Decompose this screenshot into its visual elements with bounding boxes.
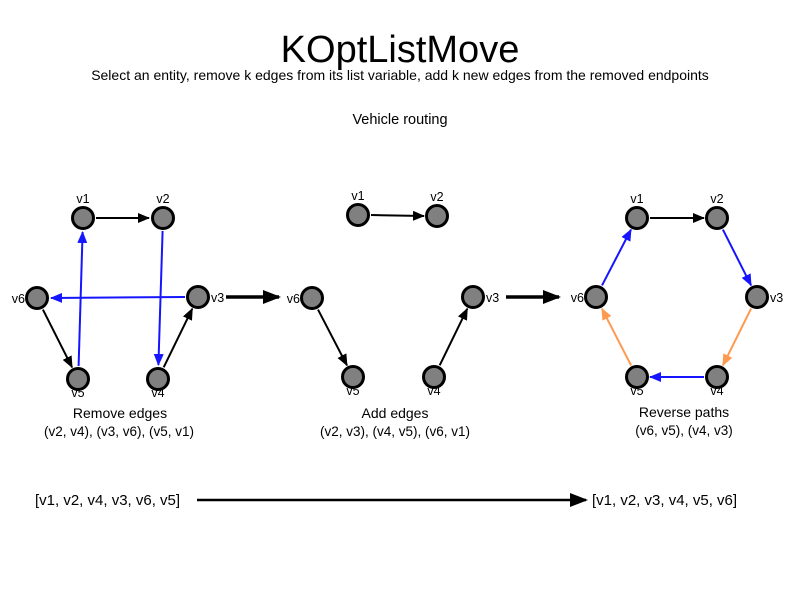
node-v4 [705, 365, 729, 389]
node-label-v2: v2 [710, 192, 723, 206]
node-label-v1: v1 [76, 192, 89, 206]
node-v6 [25, 286, 49, 310]
node-v6 [300, 286, 324, 310]
edge-v6-v5 [317, 309, 348, 367]
remove-edges-caption: Remove edges [73, 405, 167, 421]
node-label-v5: v5 [346, 384, 359, 398]
node-label-v6: v6 [12, 292, 25, 306]
node-v2 [705, 206, 729, 230]
node-label-v4: v4 [151, 386, 164, 400]
node-label-v2: v2 [156, 192, 169, 206]
add-edges-caption: Add edges [362, 405, 429, 421]
node-label-v6: v6 [571, 291, 584, 305]
node-v6 [584, 285, 608, 309]
edge-v3-v6 [50, 292, 186, 303]
reverse-paths-caption: Reverse paths [639, 404, 729, 420]
reverse-paths-diagram: v1 v2 v3 v4 v5 v6 Reverse paths (v6, v5)… [571, 192, 783, 438]
node-label-v5: v5 [630, 384, 643, 398]
node-label-v2: v2 [430, 190, 443, 204]
node-label-v1: v1 [351, 189, 364, 203]
edge-v4-v3 [162, 307, 194, 368]
node-label-v4: v4 [427, 384, 440, 398]
node-label-v4: v4 [710, 384, 723, 398]
remove-edges-detail: (v2, v4), (v3, v6), (v5, v1) [44, 424, 194, 439]
node-v2 [425, 204, 449, 228]
edge-v4-v3 [438, 307, 469, 366]
edge-v5-v6 [601, 307, 632, 366]
node-v1 [346, 203, 370, 227]
node-v5 [341, 365, 365, 389]
edge-v6-v5 [42, 309, 73, 369]
node-v1 [71, 206, 95, 230]
node-label-v3: v3 [486, 291, 499, 305]
reverse-paths-detail: (v6, v5), (v4, v3) [635, 423, 733, 438]
node-v3 [461, 285, 485, 309]
node-label-v3: v3 [770, 291, 783, 305]
add-edges-detail: (v2, v3), (v4, v5), (v6, v1) [320, 424, 470, 439]
add-edges-diagram: v1 v2 v3 v4 v5 v6 Add edges (v2, v3), (v… [287, 189, 499, 439]
node-v5 [625, 365, 649, 389]
node-v5 [66, 367, 90, 391]
node-label-v1: v1 [630, 192, 643, 206]
remove-edges-diagram: v1 v2 v3 v4 v5 v6 Remove edges (v2, v4),… [12, 192, 224, 439]
edge-v5-v1 [77, 231, 88, 367]
after-list: [v1, v2, v3, v4, v5, v6] [592, 492, 737, 509]
edge-v2-v3 [722, 229, 752, 287]
edge-v1-v2 [370, 210, 425, 221]
node-v4 [146, 367, 170, 391]
node-v3 [186, 285, 210, 309]
node-v2 [151, 206, 175, 230]
node-v3 [745, 285, 769, 309]
context-label: Vehicle routing [352, 112, 447, 128]
node-v1 [625, 206, 649, 230]
edge-v6-v1 [601, 228, 632, 286]
node-v4 [422, 365, 446, 389]
edge-v3-v4 [722, 308, 752, 367]
page-subtitle: Select an entity, remove k edges from it… [91, 67, 709, 83]
node-label-v5: v5 [71, 386, 84, 400]
node-label-v6: v6 [287, 292, 300, 306]
node-label-v3: v3 [211, 291, 224, 305]
page-title: KOptListMove [281, 29, 520, 71]
before-list: [v1, v2, v4, v3, v6, v5] [35, 492, 180, 509]
